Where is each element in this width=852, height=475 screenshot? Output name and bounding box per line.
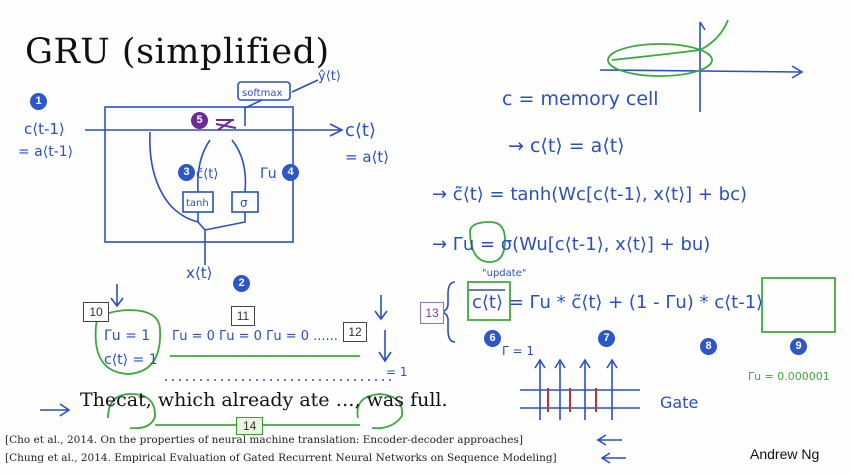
- sigma-label: σ: [240, 196, 248, 210]
- a-t-label: = a⟨t⟩: [345, 148, 389, 166]
- c-t-label: c⟨t⟩: [345, 120, 376, 141]
- c-box-highlight: [467, 281, 511, 321]
- author-name: Andrew Ng: [750, 446, 820, 462]
- gamma-u-label: Γu: [260, 166, 277, 182]
- sentence-was: was: [366, 389, 405, 411]
- ref-arrow-1: [596, 434, 622, 446]
- box-12: 12: [343, 322, 367, 342]
- step-1-badge: 1: [30, 93, 47, 110]
- step-3-badge: 3: [178, 164, 195, 181]
- eq-gamma: → Γu = σ(Wu[c⟨t-1⟩, x⟨t⟩] + bu): [432, 234, 710, 255]
- y-hat-label: ŷ⟨t⟩: [318, 69, 341, 84]
- eq-c-update: c⟨t⟩ = Γu * c̃⟨t⟩ + (1 - Γu) * c⟨t-1⟩: [472, 292, 763, 313]
- step-7-badge: 7: [598, 330, 615, 347]
- sigmoid-highlight: [607, 43, 713, 77]
- gate-verticals: [539, 362, 613, 420]
- gate-label: Gate: [660, 393, 698, 412]
- c-equals-1: c⟨t⟩ = 1: [104, 352, 158, 368]
- x-to-sigma: [204, 212, 246, 231]
- step-8-badge: 8: [700, 338, 717, 355]
- c-tilde-label: c̃⟨t⟩: [196, 167, 218, 182]
- slide-title: GRU (simplified): [25, 32, 330, 72]
- was-circle: [356, 393, 403, 430]
- box-14: 14: [236, 417, 264, 435]
- cprev-box-highlight: [761, 277, 836, 333]
- step-9-badge: 9: [790, 338, 807, 355]
- softmax-label: softmax: [242, 88, 282, 99]
- step-5-badge: 5: [191, 112, 208, 129]
- purple-scribble: [215, 119, 237, 131]
- reference-chung: [Chung et al., 2014. Empirical Evaluatio…: [5, 452, 557, 464]
- gamma1-circle: [94, 309, 161, 375]
- step-2-badge: 2: [233, 275, 250, 292]
- sigmoid-yaxis: [699, 21, 706, 112]
- softmax-line: [244, 99, 263, 126]
- sentence-rest: full.: [410, 389, 448, 411]
- softmax-box: [237, 81, 291, 101]
- gamma-up: [231, 139, 247, 193]
- box-11: 11: [231, 306, 255, 326]
- sentence-middle: , which already ate …,: [145, 389, 361, 411]
- sentence-arrow: [40, 403, 71, 417]
- update-label: "update": [482, 268, 526, 279]
- a-prev-label: = a⟨t-1⟩: [18, 144, 73, 160]
- memory-cell-text: c = memory cell: [502, 88, 659, 110]
- reference-cho: [Cho et al., 2014. On the properties of …: [5, 434, 523, 446]
- tanh-label: tanh: [186, 198, 209, 209]
- arrow-12: [374, 295, 388, 321]
- ctilde-up: [196, 139, 211, 193]
- step-6-badge: 6: [484, 330, 501, 347]
- sigmoid-curve: [611, 19, 729, 61]
- gamma-u-zeros: Γu = 0 Γu = 0 Γu = 0 ......: [172, 329, 338, 344]
- x-t-label: x⟨t⟩: [186, 264, 212, 282]
- gamma-one-note: Γ = 1: [502, 344, 534, 358]
- arrow-eq1: [378, 330, 392, 363]
- eq-c-equals-a: → c⟨t⟩ = a⟨t⟩: [508, 135, 625, 157]
- box-13: 13: [420, 302, 444, 324]
- box-10: 10: [83, 302, 109, 322]
- gamma-circle: [469, 221, 506, 263]
- arrow-10: [110, 284, 124, 308]
- sentence-the: The: [80, 389, 117, 411]
- equals-one: = 1: [386, 365, 408, 379]
- sentence-cat: cat: [116, 389, 146, 411]
- c-prev-branch: [149, 131, 199, 224]
- gate-red-marks: [547, 388, 597, 412]
- ref-arrow-2: [600, 452, 626, 464]
- gate-arrowheads: [534, 358, 618, 369]
- eq-ctilde: → c̃⟨t⟩ = tanh(Wc[c⟨t-1⟩, x⟨t⟩] + bc): [432, 184, 747, 205]
- step-4-badge: 4: [282, 164, 299, 181]
- y-arrow: [291, 79, 319, 93]
- cat-circle: [107, 393, 156, 430]
- example-sentence: Thecat, which already ate …, was full.: [80, 389, 448, 411]
- gamma-u-1: Γu = 1: [104, 328, 150, 344]
- c-prev-label: c⟨t-1⟩: [24, 120, 65, 138]
- gamma-small-note: Γu = 0.000001: [748, 370, 830, 383]
- memory-arrow-head: [329, 123, 344, 137]
